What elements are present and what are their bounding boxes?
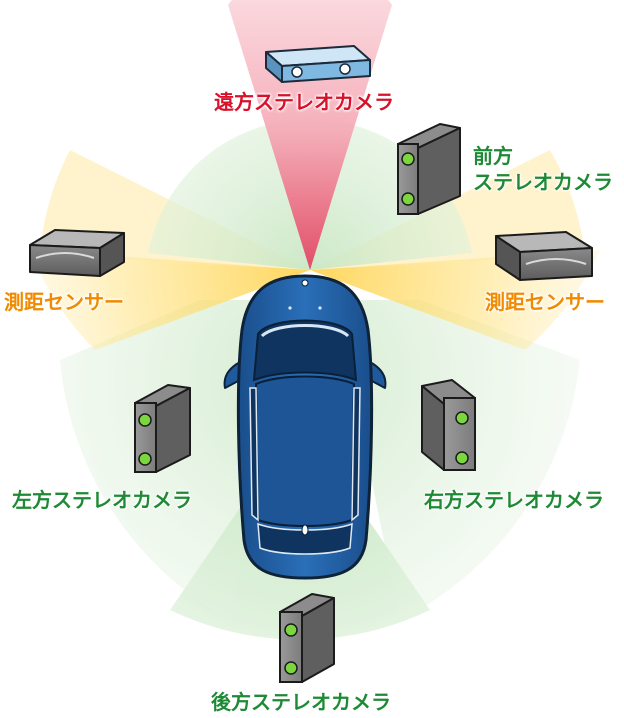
left-ranging-sensor-label: 測距センサー (4, 290, 124, 314)
front-stereo-camera-label-line1: 前方 (473, 144, 513, 168)
right-ranging-sensor-label: 測距センサー (485, 290, 605, 314)
right-ranging-sensor-icon (495, 231, 593, 281)
right-stereo-camera-label: 右方ステレオカメラ (424, 488, 604, 512)
left-stereo-camera-icon (134, 384, 191, 473)
car-icon (223, 274, 387, 580)
right-stereo-camera-icon (421, 379, 476, 471)
rear-stereo-camera-label: 後方ステレオカメラ (211, 690, 391, 714)
left-ranging-sensor-icon (29, 229, 125, 277)
left-stereo-camera-label: 左方ステレオカメラ (12, 488, 192, 512)
front-stereo-camera-label-line2: ステレオカメラ (473, 170, 613, 194)
far-stereo-camera-label: 遠方ステレオカメラ (214, 90, 394, 114)
front-stereo-camera-icon (397, 123, 461, 215)
far-stereo-camera-icon (265, 45, 371, 83)
rear-stereo-camera-icon (279, 593, 335, 683)
